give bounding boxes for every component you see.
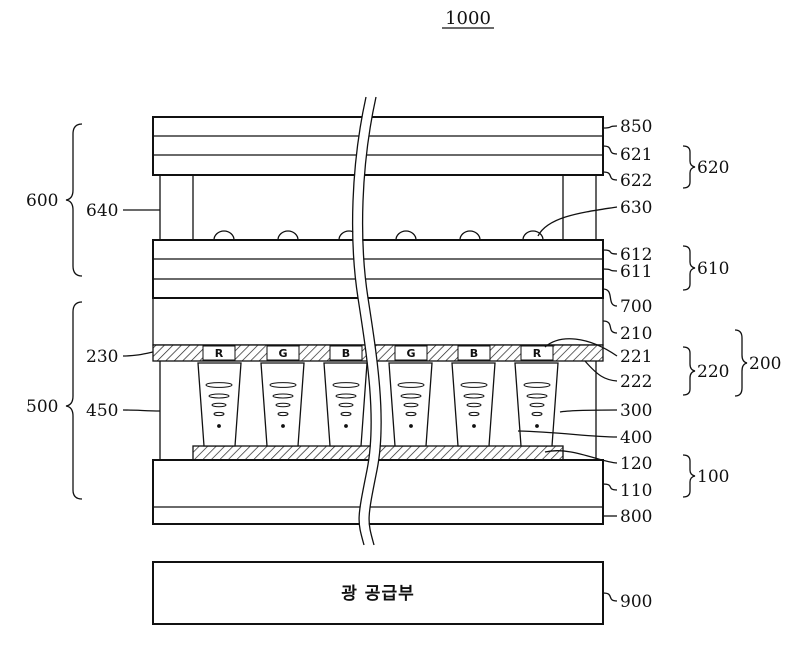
break-line — [353, 97, 382, 545]
braces-left — [66, 124, 82, 499]
pixel-label: B — [342, 347, 350, 360]
substrate-110 — [153, 460, 603, 524]
spacer-640-left — [160, 175, 193, 240]
bumps-630 — [214, 231, 543, 240]
label-221: 221 — [620, 347, 652, 367]
pixel-label: G — [278, 347, 287, 360]
spacer-640-right — [563, 175, 596, 240]
label-900: 900 — [620, 592, 652, 612]
label-610: 610 — [697, 259, 729, 279]
label-400: 400 — [620, 428, 652, 448]
pixel-label: B — [470, 347, 478, 360]
label-500: 500 — [26, 397, 58, 417]
label-621: 621 — [620, 145, 652, 165]
pixel-label: G — [406, 347, 415, 360]
label-222: 222 — [620, 372, 652, 392]
figure-title: 1000 — [445, 8, 491, 29]
label-600: 600 — [26, 191, 58, 211]
label-611: 611 — [620, 262, 652, 282]
label-450: 450 — [86, 401, 118, 421]
label-300: 300 — [620, 401, 652, 421]
light-source-text: 광 공급부 — [341, 584, 414, 604]
label-620: 620 — [697, 158, 729, 178]
label-630: 630 — [620, 198, 652, 218]
label-800: 800 — [620, 507, 652, 527]
label-210: 210 — [620, 324, 652, 344]
label-700: 700 — [620, 297, 652, 317]
label-100: 100 — [697, 467, 729, 487]
label-120: 120 — [620, 454, 652, 474]
layer-620-stack — [153, 117, 603, 175]
label-622: 622 — [620, 171, 652, 191]
label-220: 220 — [697, 362, 729, 382]
substrate-210 — [153, 298, 603, 345]
label-850: 850 — [620, 117, 652, 137]
layer-610-stack — [153, 240, 603, 298]
label-200: 200 — [749, 354, 781, 374]
label-110: 110 — [620, 481, 652, 501]
braces-right — [683, 146, 747, 497]
label-230: 230 — [86, 347, 118, 367]
pixel-label: R — [533, 347, 542, 360]
pixel-label: R — [215, 347, 224, 360]
label-640: 640 — [86, 201, 118, 221]
color-filter-layer-220: R G B G B R — [153, 345, 603, 361]
